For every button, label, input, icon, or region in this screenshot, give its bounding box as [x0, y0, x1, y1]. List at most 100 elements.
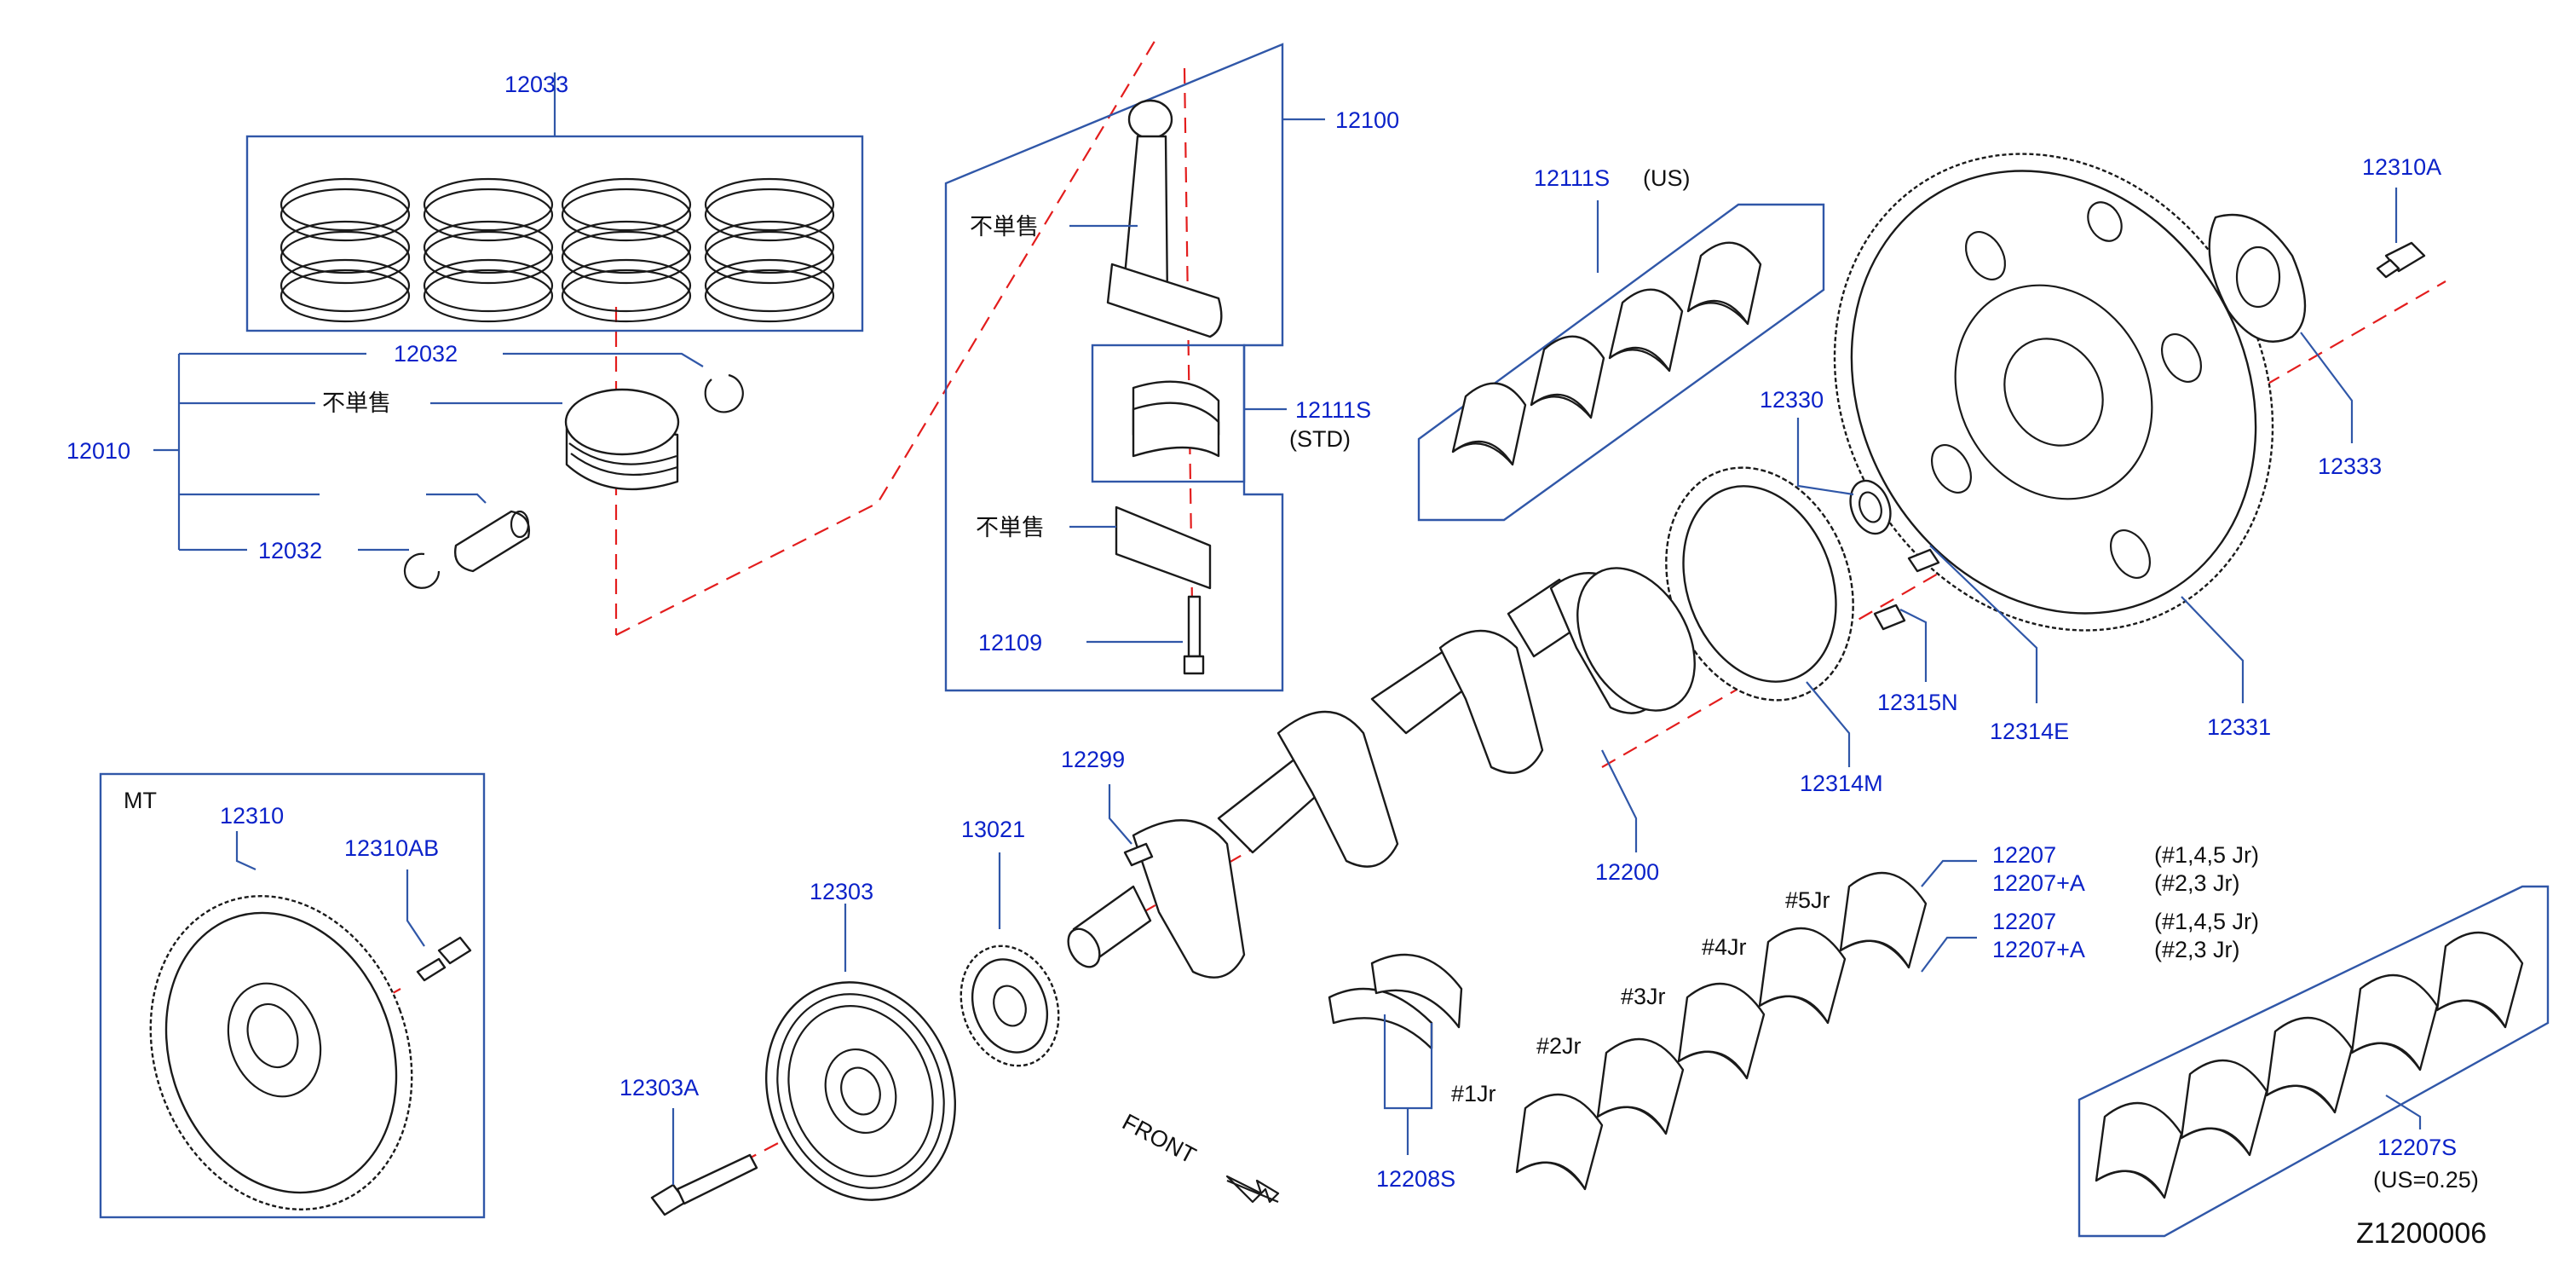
- bearing-shell: [2095, 1101, 2183, 1199]
- note-journals-145-upper: (#1,4,5 Jr): [2154, 842, 2259, 868]
- crankshaft: [1067, 567, 1696, 979]
- part-number-12207S: 12207S: [2377, 1135, 2457, 1160]
- rod-small-end: [1127, 99, 1173, 140]
- part-number-12032-top: 12032: [394, 341, 458, 367]
- part-number-12109: 12109: [978, 630, 1042, 656]
- std-note: (STD): [1289, 426, 1351, 452]
- part-number-12310A: 12310A: [2362, 154, 2441, 180]
- bearing-shell: [2435, 931, 2524, 1029]
- part-number-12111S-us: 12111S: [1534, 165, 1610, 191]
- part-number-12111S-std: 12111S: [1295, 397, 1371, 423]
- crank-sprocket: [960, 944, 1060, 1067]
- connecting-rod-group: [944, 43, 1284, 692]
- bearing-shell: [2265, 1016, 2354, 1114]
- bearing-shell: [1608, 288, 1684, 373]
- not-sold-separately-rod: 不単售: [970, 214, 1039, 240]
- crank-flange: [1576, 567, 1696, 712]
- main-bearings-us: [1417, 203, 1825, 522]
- dowel-pin-12314E: [1907, 548, 1940, 573]
- bolt-12315N: [1873, 604, 1906, 631]
- rod-cap: [1115, 505, 1212, 590]
- part-number-12207-upper: 12207: [1992, 842, 2056, 868]
- us025-box: [2078, 885, 2550, 1238]
- drive-plate: [1850, 170, 2257, 615]
- part-number-12200: 12200: [1595, 859, 1659, 885]
- front-label: FRONT: [1118, 1109, 1200, 1169]
- part-number-12331: 12331: [2207, 714, 2271, 740]
- bearing-shell: [1677, 982, 1766, 1080]
- part-number-12310: 12310: [220, 803, 284, 829]
- plate-12333: [2208, 213, 2307, 343]
- piston-assembly: [403, 373, 744, 589]
- rod-bolt-head: [1183, 655, 1205, 675]
- journal-3-label: #3Jr: [1621, 984, 1666, 1009]
- part-number-12303: 12303: [810, 879, 873, 904]
- part-number-12032-bottom: 12032: [258, 538, 322, 563]
- part-number-12100: 12100: [1335, 107, 1399, 133]
- part-number-12333: 12333: [2318, 453, 2382, 479]
- piston-ring-stack: [279, 177, 411, 323]
- journal-2-label: #2Jr: [1536, 1033, 1582, 1059]
- journal-1-label: #1Jr: [1451, 1081, 1496, 1106]
- part-number-12207A-lower: 12207+A: [1992, 937, 2085, 962]
- part-number-12314M: 12314M: [1800, 771, 1883, 796]
- journal-4-label: #4Jr: [1702, 934, 1747, 960]
- piston-rings-box: [245, 135, 864, 332]
- part-number-12010: 12010: [66, 438, 130, 464]
- bearing-shell: [1596, 1037, 1685, 1135]
- rod-bolt: [1187, 595, 1202, 658]
- crank-web: [1132, 819, 1246, 979]
- pulley-outer: [765, 981, 956, 1201]
- part-number-12207A-upper: 12207+A: [1992, 870, 2085, 896]
- pulley-bolt-12303A: [650, 1153, 758, 1216]
- bearing-shell: [2180, 1059, 2268, 1157]
- part-number-12310AB: 12310AB: [344, 835, 439, 861]
- front-arrow-icon: [1225, 1175, 1280, 1204]
- piston-pin: [454, 510, 530, 573]
- seal-12330: [1849, 479, 1892, 535]
- sprocket-body: [971, 958, 1049, 1054]
- thrust-washer: [1328, 987, 1433, 1050]
- connecting-rod-box: [944, 43, 1284, 692]
- reinforcement-plate: [2208, 213, 2307, 343]
- us-note: (US): [1643, 165, 1691, 191]
- part-number-13021: 13021: [961, 817, 1025, 842]
- us-bearings-box: [1417, 203, 1825, 522]
- woodruff-key-12299: [1123, 842, 1154, 867]
- part-number-12299: 12299: [1061, 747, 1125, 772]
- piston-rings-set: [245, 135, 864, 332]
- thrust-washer: [1370, 953, 1463, 1029]
- std-bearing-shell: [1132, 401, 1220, 458]
- flywheel-bolt-12310A: [2376, 241, 2426, 279]
- piston-ring-stack: [704, 177, 835, 323]
- part-number-12208S: 12208S: [1376, 1166, 1455, 1192]
- crank-web: [1276, 710, 1399, 868]
- note-journals-145-lower: (#1,4,5 Jr): [2154, 909, 2259, 934]
- journal-5-label: #5Jr: [1785, 887, 1830, 913]
- bearings-us-025: [2078, 885, 2550, 1238]
- rod-big-end: [1106, 263, 1223, 338]
- note-journals-23-lower: (#2,3 Jr): [2154, 937, 2240, 962]
- crank-web: [1438, 629, 1544, 774]
- part-number-12207-lower: 12207: [1992, 909, 2056, 934]
- snap-ring-top: [704, 373, 744, 413]
- piston-crown: [564, 388, 680, 456]
- drive-plate-flywheel: [1833, 153, 2274, 632]
- bearing-shell: [1451, 382, 1527, 466]
- std-bearing-box: [1091, 344, 1246, 483]
- signal-plate-inner: [1682, 485, 1837, 683]
- not-sold-separately-cap: 不単售: [976, 515, 1045, 540]
- bearing-shell: [1839, 871, 1928, 969]
- leader-lines: [153, 72, 2422, 1185]
- part-number-12303A: 12303A: [620, 1075, 699, 1100]
- labels: 12033 12032 不単售 12010 12032 12100 不単售 12…: [66, 72, 2487, 1250]
- piston-ring-stack: [423, 177, 554, 323]
- us-025-note: (US=0.25): [2373, 1167, 2479, 1193]
- bearing-shell: [1686, 241, 1762, 326]
- bearing-shell: [2350, 973, 2439, 1071]
- lower-main-bearings: [1515, 871, 1928, 1191]
- crank-pulley: [765, 981, 956, 1201]
- bearing-shell: [1758, 927, 1847, 1025]
- snap-ring-bottom: [403, 552, 441, 589]
